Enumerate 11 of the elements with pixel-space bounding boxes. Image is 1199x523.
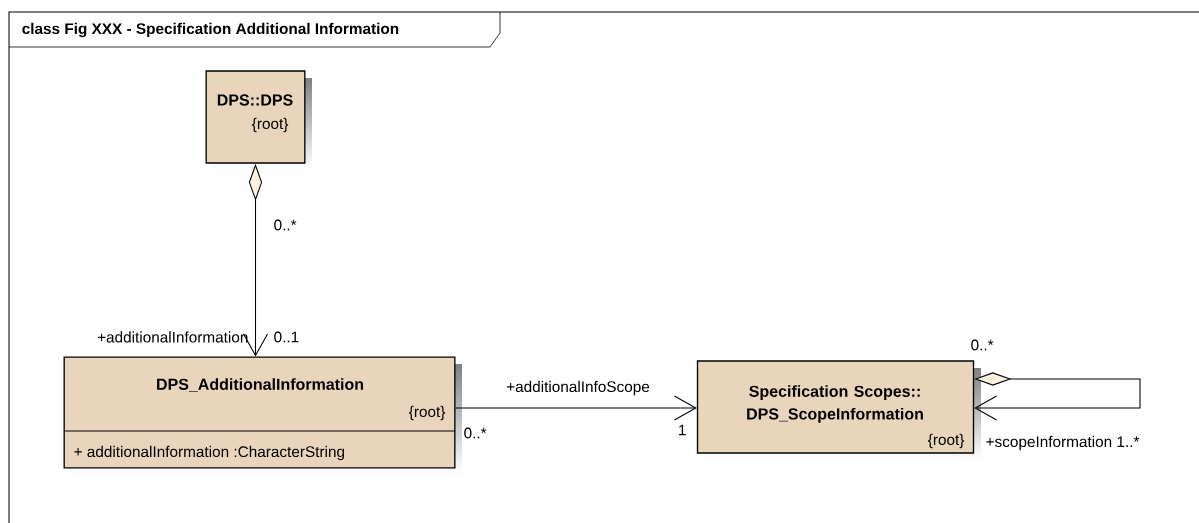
role-label: +additionalInfoScope <box>506 380 650 396</box>
class-box: Specification Scopes:: DPS_ScopeInformation {root} <box>696 360 981 460</box>
multiplicity-label: 0..* <box>971 339 994 351</box>
association-line <box>974 372 1141 421</box>
multiplicity-label: 0..* <box>274 219 297 231</box>
class-box: DPS::DPS {root} <box>205 70 312 170</box>
frame-title: class Fig XXX - Specification Additional Information <box>22 22 399 38</box>
class-box: DPS_AdditionalInformation {root} + additionalInformation :CharacterString <box>63 356 462 475</box>
multiplicity-label: 0..1 <box>274 331 299 343</box>
multiplicity-label: 1 <box>679 424 686 436</box>
association-line <box>454 395 697 421</box>
